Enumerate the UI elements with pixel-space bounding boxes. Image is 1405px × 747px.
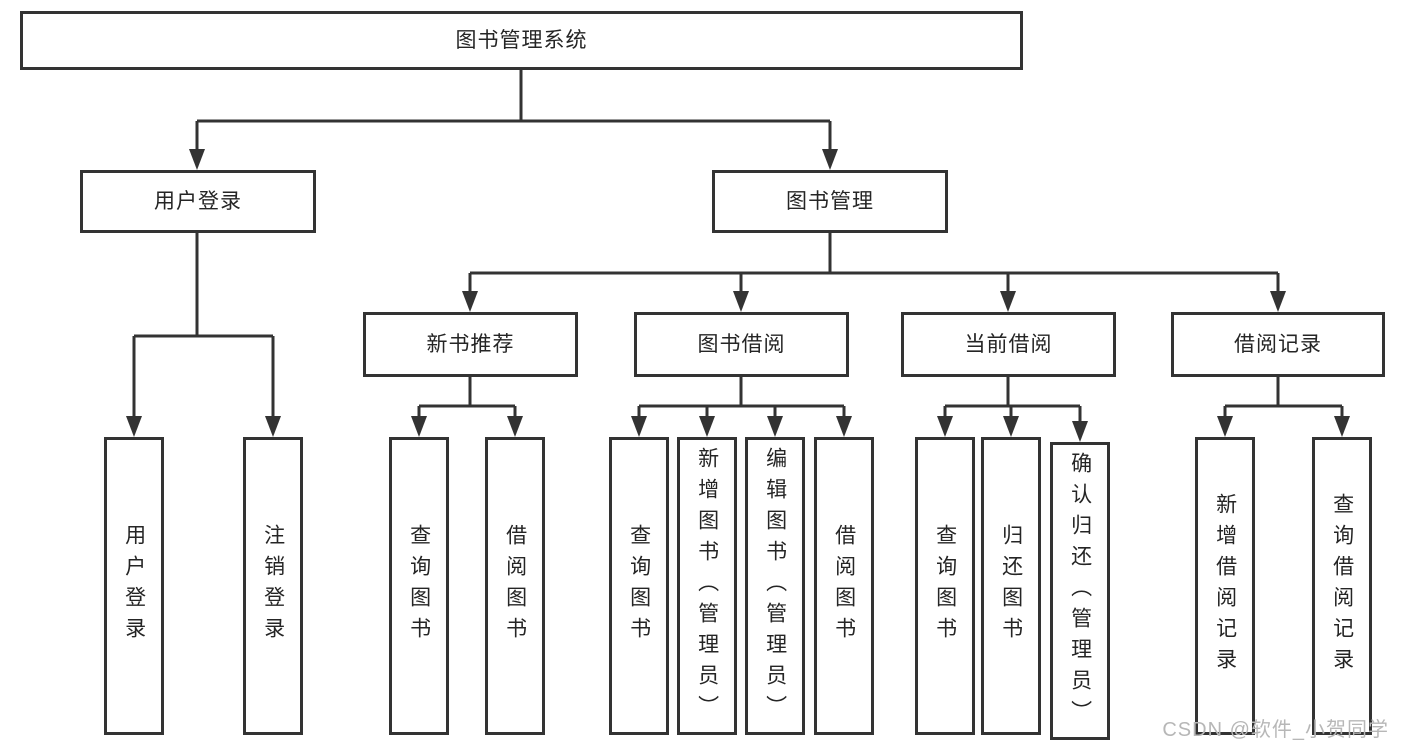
- leaf-return-books: 归还图书: [981, 437, 1041, 735]
- node-current-borrow: 当前借阅: [901, 312, 1116, 377]
- leaf-add-borrow-record: 新增借阅记录: [1195, 437, 1255, 735]
- leaf-query-books-borrow: 查询图书: [609, 437, 669, 735]
- node-book-management: 图书管理: [712, 170, 948, 233]
- leaf-query-books-recommend: 查询图书: [389, 437, 449, 735]
- leaf-confirm-return-admin: 确认归还（管理员）: [1050, 442, 1110, 740]
- leaf-query-books-current: 查询图书: [915, 437, 975, 735]
- leaf-edit-books-admin: 编辑图书（管理员）: [745, 437, 805, 735]
- node-borrow-record: 借阅记录: [1171, 312, 1385, 377]
- node-book-borrow: 图书借阅: [634, 312, 849, 377]
- leaf-add-books-admin: 新增图书（管理员）: [677, 437, 737, 735]
- node-new-book-recommend: 新书推荐: [363, 312, 578, 377]
- leaf-borrow-books-recommend: 借阅图书: [485, 437, 545, 735]
- leaf-query-borrow-record: 查询借阅记录: [1312, 437, 1372, 735]
- watermark: CSDN @软件_小贺同学: [1162, 719, 1389, 741]
- node-user-login: 用户登录: [80, 170, 316, 233]
- leaf-user-login: 用户登录: [104, 437, 164, 735]
- leaf-borrow-books: 借阅图书: [814, 437, 874, 735]
- node-library-system: 图书管理系统: [20, 11, 1023, 70]
- leaf-logout: 注销登录: [243, 437, 303, 735]
